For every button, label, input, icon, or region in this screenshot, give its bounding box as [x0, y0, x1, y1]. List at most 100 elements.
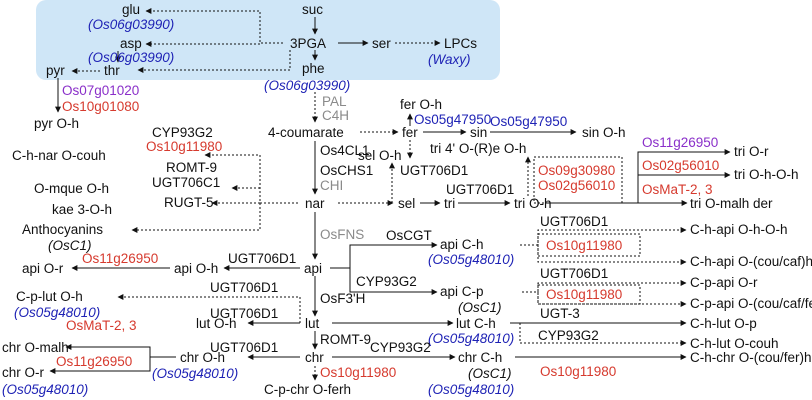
node-chr: chr [305, 350, 324, 365]
node-cpchr: C-p-chr O-ferh [264, 382, 351, 397]
node-chr-oh: chr O-h [180, 350, 225, 365]
gene-os02-a: Os02g56010 [538, 178, 615, 193]
arrow-chroh-or [49, 357, 151, 374]
gene-cyp93g2-d: CYP93G2 [370, 340, 431, 355]
node-api-oh: api O-h [174, 261, 218, 276]
node-tri4: tri 4' O-(R)e O-h [430, 141, 526, 156]
arrow-apich-2 [537, 245, 687, 265]
gene-os10-pyr: Os10g01080 [62, 99, 139, 114]
node-api: api [304, 261, 322, 276]
node-sin: sin [470, 125, 487, 140]
node-omque: O-mque O-h [34, 181, 109, 196]
arrow-apicp-1 [522, 280, 687, 293]
node-lut: lut [305, 316, 320, 331]
arrow-pga-thr [137, 50, 291, 73]
node-api-cp: api C-p [440, 284, 484, 299]
gene-ugt706d1-chr: UGT706D1 [210, 340, 278, 355]
enzyme-osfns: OsFNS [320, 227, 364, 242]
enzyme-c4h: C4H [322, 108, 349, 123]
node-chr-malh: chr O-malh [2, 340, 69, 355]
gene-asp: (Os06g03990) [88, 50, 174, 65]
gene-os05-chch: (Os05g48010) [428, 382, 514, 397]
arrow-api-apicp [349, 268, 438, 295]
gene-os05-lut: (Os05g48010) [428, 331, 514, 346]
gene-oscgt: OsCGT [386, 228, 432, 243]
gene-oschs1: OsCHS1 [320, 163, 373, 178]
gene-os11-chr: Os11g26950 [56, 354, 132, 369]
gene-os05-cplut: (Os05g48010) [14, 305, 100, 320]
node-glu: glu [122, 2, 140, 17]
gene-rugt5: RUGT-5 [164, 195, 214, 210]
gene-osmat-tri: OsMaT-2, 3 [642, 182, 713, 197]
node-tri-oh: tri O-h [514, 196, 552, 211]
node-sel: sel [398, 196, 415, 211]
arrow-api-apich [330, 242, 438, 269]
arrow-lut-cplut [117, 294, 301, 323]
gene-os02-b: Os02g56010 [642, 158, 719, 173]
node-3pga: 3PGA [290, 36, 326, 51]
node-kae: kae 3-O-h [52, 202, 112, 217]
metabolism-panel [36, 0, 500, 80]
node-cpapi-cou: C-p-api O-(cou/caf/fer)h [690, 296, 812, 311]
gene-osc1-c: (OsC1) [468, 366, 512, 381]
gene-os09: Os09g30980 [538, 163, 615, 178]
gene-os10-a: Os10g11980 [146, 139, 222, 154]
arrow-chroh-malh [65, 344, 176, 358]
node-fer: fer [402, 125, 418, 140]
gene-os10-c: Os10g11980 [546, 287, 622, 302]
gene-romt9-b: ROMT-9 [320, 332, 371, 347]
node-coumarate: 4-coumarate [268, 125, 344, 140]
enzyme-chi: CHI [320, 178, 343, 193]
gene-os10-chr: Os10g11980 [320, 365, 396, 380]
gene-ugt706d1-c: UGT706D1 [540, 214, 608, 229]
gene-cyp93g2-b: CYP93G2 [356, 274, 417, 289]
node-chr-or: chr O-r [2, 365, 45, 380]
gene-romt9-a: ROMT-9 [166, 160, 217, 175]
node-pyr: pyr [46, 63, 65, 78]
node-fer-oh: fer O-h [400, 97, 442, 112]
gene-os4cl1: Os4CL1 [320, 143, 370, 158]
node-anthocyanins: Anthocyanins [22, 222, 103, 237]
gene-boxes [533, 156, 641, 305]
node-api-ch: api C-h [440, 237, 484, 252]
node-pyr-oh: pyr O-h [34, 116, 79, 131]
gene-os05-chr: (Os05g48010) [152, 366, 238, 381]
node-asp: asp [120, 36, 142, 51]
arrow-pga-glu [145, 8, 283, 44]
gene-os10-d: Os10g11980 [540, 364, 616, 379]
node-chapi-cou: C-h-api O-(cou/caf)h [690, 254, 812, 269]
node-chchr-cou: C-h-chr O-(cou/fer)h [690, 350, 812, 365]
box-api-cp [537, 284, 641, 305]
arrow-lutch-2 [519, 323, 687, 346]
node-chapi-ohoh: C-h-api O-h-O-h [690, 222, 788, 237]
node-chlut-op: C-h-lut O-p [690, 316, 757, 331]
node-sin-oh: sin O-h [582, 125, 626, 140]
node-ser: ser [372, 36, 391, 51]
node-tri-or: tri O-r [734, 144, 769, 159]
gene-ugt706d1-lut: UGT706D1 [210, 306, 278, 321]
node-cplut: C-p-lut O-h [16, 289, 83, 304]
box-os09-os02 [533, 156, 623, 204]
gene-os05-chrr: (Os05g48010) [2, 382, 88, 397]
arrow-nar-antho [131, 203, 261, 233]
node-lpcs: LPCs [444, 36, 477, 51]
gene-ugt706d1-cplut: UGT706D1 [210, 280, 278, 295]
gene-osmat-chr: OsMaT-2, 3 [66, 318, 137, 333]
node-nar: nar [305, 196, 325, 211]
node-api-or: api O-r [22, 261, 64, 276]
node-lut-ch: lut C-h [456, 316, 496, 331]
node-chlut-couh: C-h-lut O-couh [690, 336, 779, 351]
node-cpapi-or: C-p-api O-r [690, 275, 758, 290]
node-tri-ohoh: tri O-h-O-h [734, 167, 799, 182]
node-chnar: C-h-nar O-couh [12, 148, 106, 163]
node-phe: phe [302, 61, 325, 76]
arrow-nar-chnar [204, 152, 298, 204]
node-sel-oh: sel O-h [358, 148, 402, 163]
gene-os05-sin: Os05g47950 [490, 114, 567, 129]
gene-cyp93g2-a: CYP93G2 [152, 125, 213, 140]
gene-ugt706d1-tri: UGT706D1 [446, 182, 514, 197]
gene-os11-api: Os11g26950 [82, 251, 158, 266]
node-chchr: chr C-h [458, 350, 502, 365]
